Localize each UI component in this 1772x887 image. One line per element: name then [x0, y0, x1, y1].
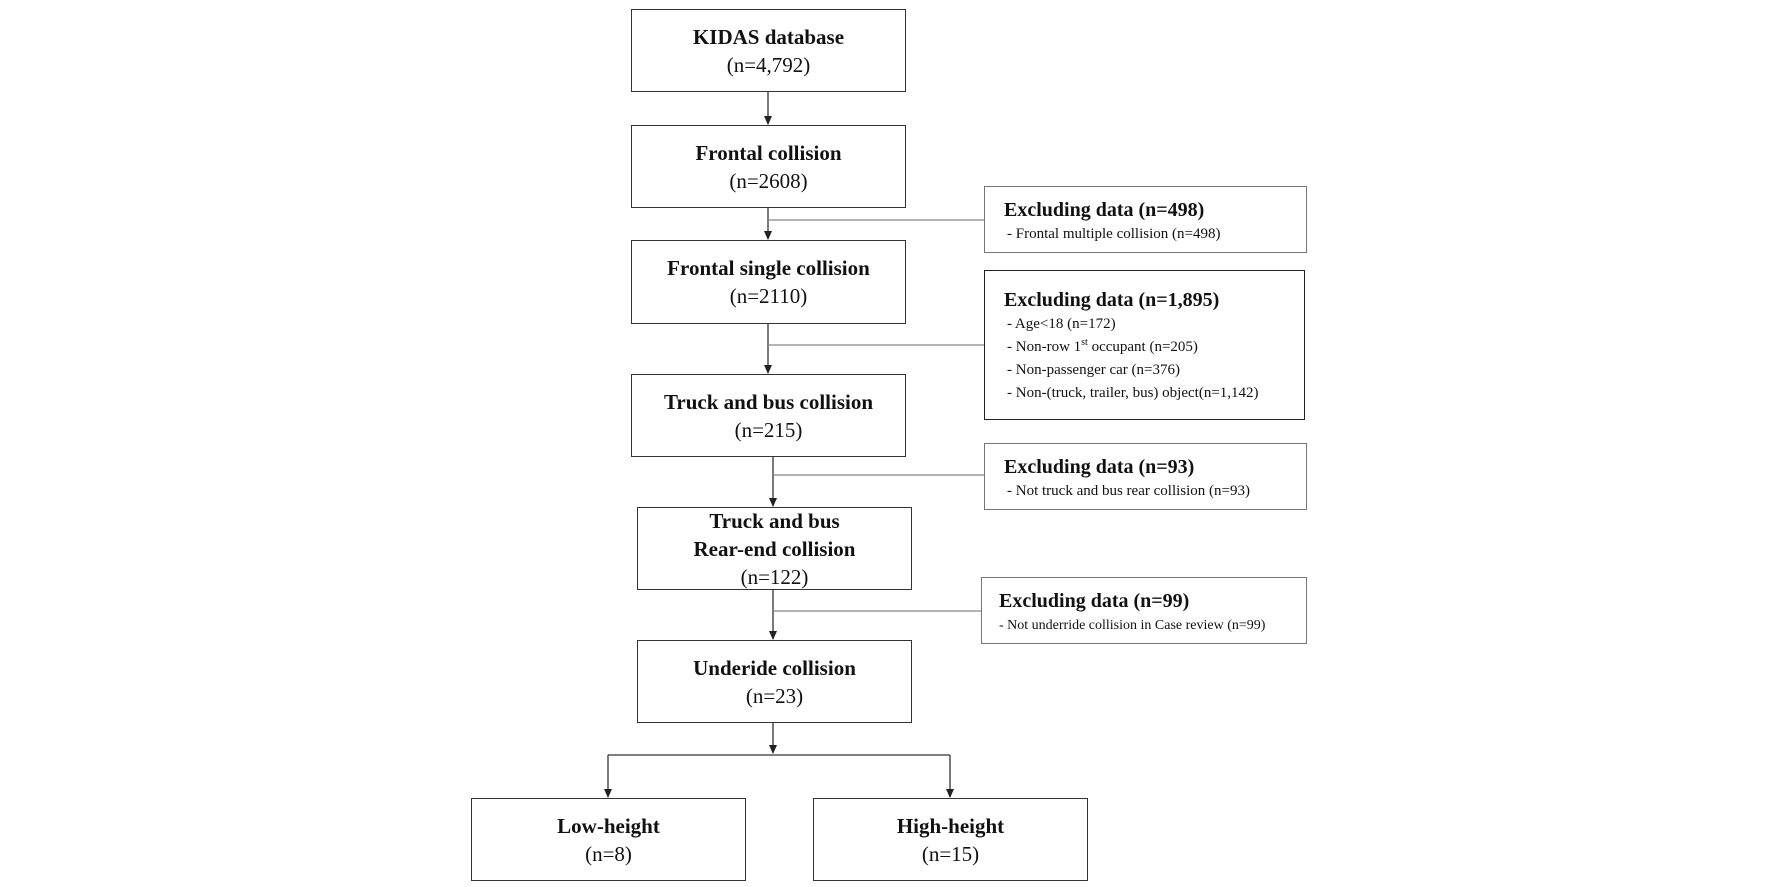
box-count: (n=4,792) [726, 52, 811, 77]
box-title: Frontal collision [695, 140, 842, 165]
exclusion-item: - Not underride collision in Case review… [999, 618, 1266, 633]
exclusion-title: Excluding data (n=1,895) [1004, 289, 1220, 311]
frontal-collision-box: Frontal collision (n=2608) [631, 125, 906, 208]
low-height-box: Low-height (n=8) [471, 798, 746, 881]
exclusion-item: - Non-passenger car (n=376) [1007, 362, 1180, 378]
exclusion-item: - Not truck and bus rear collision (n=93… [1007, 483, 1250, 499]
truck-bus-collision-box: Truck and bus collision (n=215) [631, 374, 906, 457]
frontal-single-collision-box: Frontal single collision (n=2110) [631, 240, 906, 324]
box-title: High-height [896, 813, 1005, 838]
box-count: (n=2110) [729, 284, 808, 308]
box-count: (n=8) [585, 841, 632, 866]
box-title-line1: Truck and bus [709, 508, 840, 533]
exclusion-box-498: Excluding data (n=498) - Frontal multipl… [984, 186, 1307, 253]
exclusion-item: - Age<18 (n=172) [1007, 316, 1116, 332]
exclusion-item-text: occupant (n=205) [1087, 339, 1198, 355]
box-count: (n=215) [734, 417, 803, 442]
box-title: Frontal single collision [667, 256, 870, 280]
high-height-box: High-height (n=15) [813, 798, 1088, 881]
kidas-database-box: KIDAS database (n=4,792) [631, 9, 906, 92]
box-title-line2: Rear-end collision [693, 536, 856, 561]
exclusion-item: - Non-row 1st occupant (n=205) [1004, 336, 1304, 359]
underide-collision-box: Underide collision (n=23) [637, 640, 912, 723]
box-count: (n=23) [745, 683, 804, 708]
exclusion-item: - Frontal multiple collision (n=498) [1007, 226, 1221, 242]
box-count: (n=15) [921, 841, 980, 866]
rear-end-collision-box: Truck and bus Rear-end collision (n=122) [637, 507, 912, 590]
box-count: (n=122) [740, 564, 809, 589]
box-title: Underide collision [693, 655, 856, 680]
exclusion-box-1895: Excluding data (n=1,895) - Age<18 (n=172… [984, 270, 1305, 420]
exclusion-item: - Non-(truck, trailer, bus) object(n=1,1… [1007, 385, 1259, 401]
exclusion-box-93: Excluding data (n=93) - Not truck and bu… [984, 443, 1307, 510]
exclusion-box-99: Excluding data (n=99) - Not underride co… [981, 577, 1307, 644]
superscript-st: st [1081, 337, 1088, 348]
box-title: KIDAS database [692, 24, 845, 49]
box-count: (n=2608) [729, 168, 808, 193]
exclusion-title: Excluding data (n=498) [1004, 199, 1205, 221]
box-title: Truck and bus collision [663, 389, 874, 414]
exclusion-title: Excluding data (n=93) [1004, 456, 1195, 478]
exclusion-title: Excluding data (n=99) [999, 590, 1190, 612]
box-title: Low-height [557, 813, 660, 838]
exclusion-item-text: - Non-row 1 [1007, 339, 1082, 355]
